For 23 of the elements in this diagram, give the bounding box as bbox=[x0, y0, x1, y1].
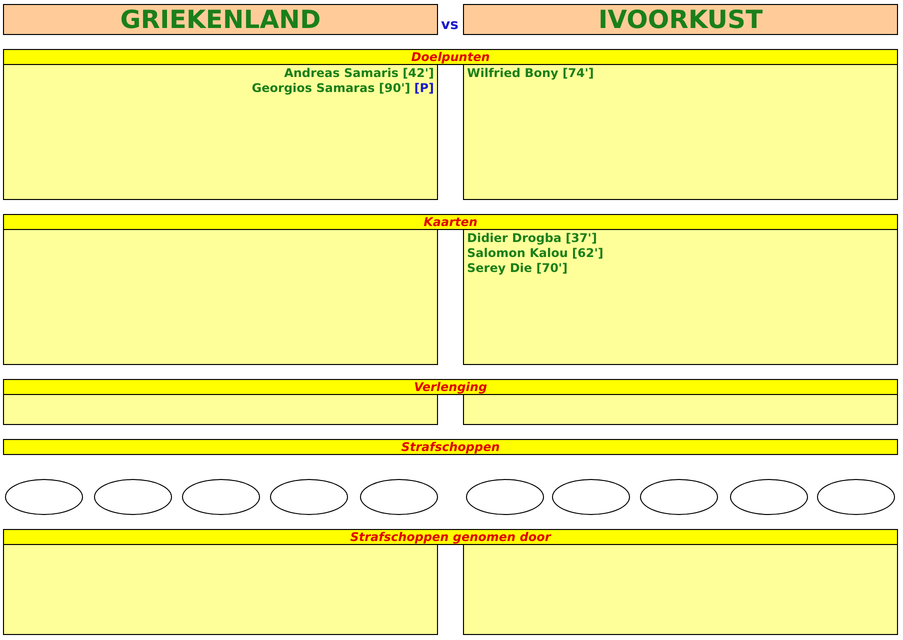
section-header: Doelpunten bbox=[3, 49, 898, 65]
team-name-box: GRIEKENLAND bbox=[3, 4, 438, 35]
section-panel bbox=[463, 229, 898, 365]
player-entry: Andreas Samaris [42'] bbox=[284, 66, 434, 81]
section-panel bbox=[3, 544, 438, 635]
section-header: Verlenging bbox=[3, 379, 898, 395]
section-panel bbox=[463, 544, 898, 635]
section-header: Strafschoppen genomen door bbox=[3, 529, 898, 545]
player-entry: Wilfried Bony [74'] bbox=[467, 66, 594, 81]
player-entry: Didier Drogba [37'] bbox=[467, 231, 597, 246]
versus-label: vs bbox=[441, 17, 458, 33]
player-entry: Serey Die [70'] bbox=[467, 261, 568, 276]
section-header: Kaarten bbox=[3, 214, 898, 230]
player-entry: Salomon Kalou [62'] bbox=[467, 246, 604, 261]
section-panel bbox=[463, 394, 898, 425]
penalty-mark: [P] bbox=[414, 81, 434, 96]
team-name-box: IVOORKUST bbox=[463, 4, 898, 35]
section-header: Strafschoppen bbox=[3, 439, 898, 455]
section-panel bbox=[3, 64, 438, 200]
section-panel bbox=[3, 394, 438, 425]
player-entry: Georgios Samaras [90'] bbox=[252, 81, 410, 96]
section-panel bbox=[463, 64, 898, 200]
section-panel bbox=[3, 229, 438, 365]
